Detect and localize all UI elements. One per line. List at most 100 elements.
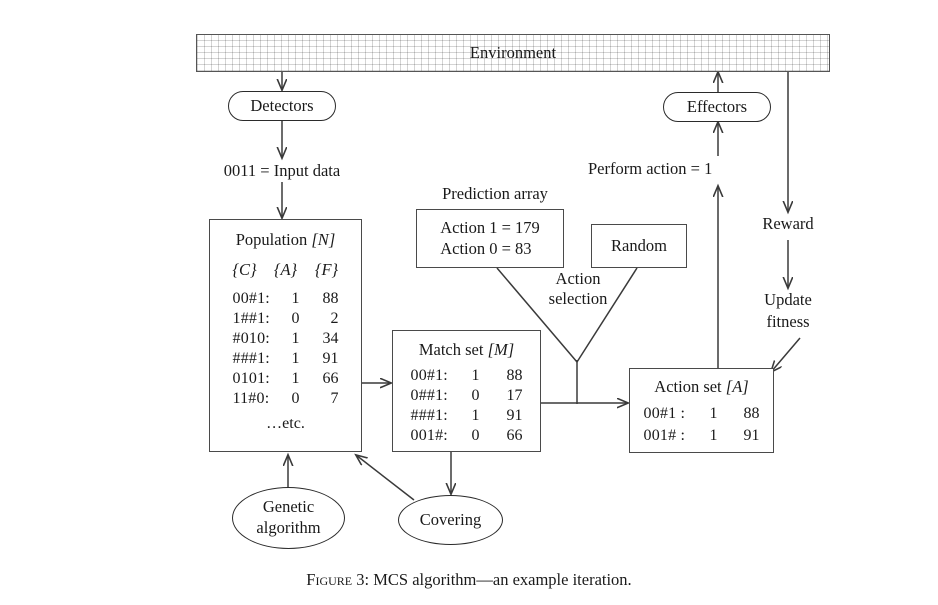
population-header: {C} {A} {F} [225, 260, 347, 280]
action-set-title-text: Action set [654, 377, 726, 396]
table-row: 00#1: 1 88 [233, 290, 339, 308]
match-set-title-bracket: [M] [487, 340, 515, 359]
rule-condition: 00#1: [232, 289, 270, 307]
perform-action-label: Perform action = 1 [588, 159, 713, 178]
population-rows: 00#1: 1 88 1##1: 0 2 #010: 1 34 ###1: 1 … [233, 290, 339, 408]
genetic-algorithm-node[interactable]: Genetic algorithm [232, 487, 345, 549]
prediction-array-box[interactable]: Action 1 = 179 Action 0 = 83 [416, 209, 564, 268]
table-row: 001#: 0 66 [411, 427, 523, 445]
action-set-box[interactable]: Action set [A] 00#1 : 1 88 001# : 1 91 [629, 368, 774, 453]
action-selection-label-line1: Action [555, 269, 601, 288]
population-header-action: {A} [273, 259, 298, 279]
rule-action: 0 [471, 426, 480, 444]
prediction-row-text: Action 1 = 179 [440, 218, 540, 237]
population-title: Population [N] [236, 230, 336, 251]
rule-action: 1 [709, 404, 718, 422]
table-row: 0##1: 0 17 [411, 387, 523, 405]
rule-action: 1 [471, 406, 480, 424]
effectors-node[interactable]: Effectors [663, 92, 771, 122]
rule-fitness: 2 [330, 309, 339, 327]
rule-condition: 00#1: [410, 366, 448, 384]
rule-condition: ###1: [410, 406, 448, 424]
figure-caption-prefix: Figure 3: [306, 570, 370, 589]
rule-fitness: 66 [506, 426, 523, 444]
effectors-label: Effectors [686, 96, 748, 116]
match-set-box[interactable]: Match set [M] 00#1: 1 88 0##1: 0 17 ###1… [392, 330, 541, 452]
rule-action: 1 [291, 289, 300, 307]
table-row: 00#1 : 1 88 [644, 405, 760, 423]
action-set-title: Action set [A] [654, 377, 748, 398]
rule-action: 1 [291, 329, 300, 347]
rule-condition: 1##1: [232, 309, 270, 327]
rule-fitness: 91 [506, 406, 523, 424]
update-fitness-label-line1: Update [764, 290, 812, 309]
action-set-title-bracket: [A] [725, 377, 749, 396]
rule-condition: 0##1: [410, 386, 448, 404]
detectors-node[interactable]: Detectors [228, 91, 336, 121]
population-title-bracket: [N] [311, 230, 336, 249]
figure-caption: Figure 3: MCS algorithm—an example itera… [0, 570, 938, 590]
action-set-rows: 00#1 : 1 88 001# : 1 91 [644, 405, 760, 445]
table-row: 0101: 1 66 [233, 370, 339, 388]
rule-action: 1 [471, 366, 480, 384]
rule-fitness: 17 [506, 386, 523, 404]
prediction-row-text: Action 0 = 83 [440, 239, 532, 258]
rule-action: 1 [291, 369, 300, 387]
table-row: ###1: 1 91 [233, 350, 339, 368]
action-selection-label-line2: selection [548, 289, 608, 308]
rule-condition: #010: [232, 329, 270, 347]
rule-fitness: 88 [322, 289, 339, 307]
rule-condition: 00#1 : [643, 404, 686, 422]
table-row: 1##1: 0 2 [233, 310, 339, 328]
prediction-array-heading: Prediction array [442, 184, 548, 203]
rule-fitness: 66 [322, 369, 339, 387]
table-row: 001# : 1 91 [644, 427, 760, 445]
rule-fitness: 34 [322, 329, 339, 347]
match-set-title-text: Match set [418, 340, 488, 359]
update-fitness-label-line2: fitness [766, 312, 810, 331]
environment-label: Environment [469, 42, 557, 62]
population-footer: …etc. [266, 414, 305, 432]
covering-label: Covering [419, 509, 482, 529]
rule-fitness: 91 [322, 349, 339, 367]
table-row: #010: 1 34 [233, 330, 339, 348]
arrow-covering-to-population [356, 455, 415, 501]
rule-condition: 11#0: [232, 389, 270, 407]
table-row: 00#1: 1 88 [411, 367, 523, 385]
random-box[interactable]: Random [591, 224, 687, 268]
arrow-updatefitness-to-actionset [771, 337, 801, 372]
rule-action: 1 [709, 426, 718, 444]
match-set-title: Match set [M] [419, 340, 514, 361]
prediction-array-rows: Action 1 = 179 Action 0 = 83 [440, 218, 540, 259]
rule-fitness: 7 [330, 389, 339, 407]
rule-fitness: 88 [743, 404, 760, 422]
genetic-algorithm-label-line2: algorithm [256, 518, 321, 537]
environment-box[interactable]: Environment [196, 34, 830, 72]
random-label: Random [611, 235, 667, 255]
genetic-algorithm-label-line1: Genetic [262, 497, 315, 517]
prediction-array-row: Action 0 = 83 [440, 239, 540, 259]
population-title-text: Population [235, 230, 312, 249]
table-row: ###1: 1 91 [411, 407, 523, 425]
detectors-label: Detectors [250, 95, 314, 115]
rule-action: 0 [471, 386, 480, 404]
rule-action: 0 [291, 389, 300, 407]
rule-condition: ###1: [232, 349, 270, 367]
match-set-rows: 00#1: 1 88 0##1: 0 17 ###1: 1 91 001#: 0… [411, 367, 523, 445]
population-header-fitness: {F} [314, 259, 339, 279]
input-data-label: 0011 = Input data [223, 161, 341, 180]
rule-fitness: 88 [506, 366, 523, 384]
population-box[interactable]: Population [N] {C} {A} {F} 00#1: 1 88 1#… [209, 219, 362, 452]
table-row: 11#0: 0 7 [233, 390, 339, 408]
covering-node[interactable]: Covering [398, 495, 503, 545]
rule-action: 0 [291, 309, 300, 327]
prediction-array-row: Action 1 = 179 [440, 218, 540, 238]
rule-condition: 001#: [410, 426, 448, 444]
rule-action: 1 [291, 349, 300, 367]
rule-fitness: 91 [743, 426, 760, 444]
population-header-condition: {C} [232, 259, 257, 279]
rule-condition: 0101: [232, 369, 270, 387]
reward-label: Reward [762, 214, 814, 233]
rule-condition: 001# : [643, 426, 686, 444]
